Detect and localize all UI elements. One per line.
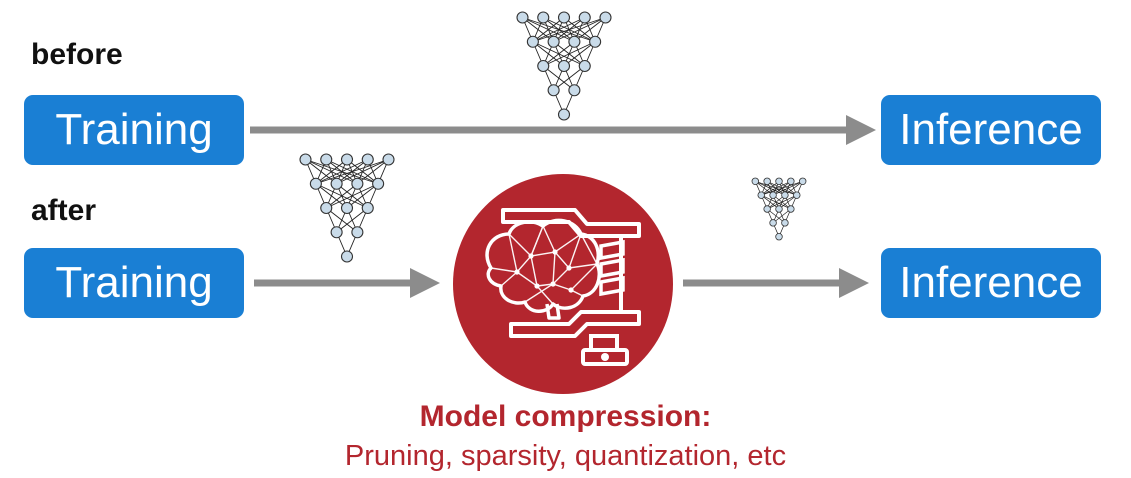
network-node [787,205,795,213]
network-edge [553,65,586,91]
network-node [787,177,795,186]
network-edge [325,183,358,209]
network-edge [532,17,606,43]
network-edge [532,17,585,43]
neural-network-icon [299,153,395,263]
network-node [382,153,395,166]
network-node [516,11,529,24]
network-edge [553,17,606,43]
network-edge [336,207,369,233]
network-node [769,191,777,199]
before-training-label: Training [55,105,213,154]
network-node [781,219,789,227]
network-node [793,191,801,199]
brain-clamp-icon [453,174,673,394]
neural-network-icon [516,11,612,121]
network-node [557,11,571,24]
network-edge [346,183,379,209]
network-edge [543,41,596,67]
network-node [763,205,771,213]
network-node [775,205,783,213]
after-training-box: Training [24,248,244,318]
network-node [361,201,374,215]
network-node [361,153,374,166]
network-node [775,233,783,241]
network-node [351,226,364,239]
network-edge [326,183,379,209]
after-arrow-to-compression [254,268,440,298]
network-edge [542,41,575,67]
network-node [340,201,354,215]
network-node [557,108,571,121]
network-node [751,177,760,186]
network-edge [563,41,596,67]
before-label: before [31,38,123,71]
small-neural-network-icon [751,177,807,241]
caption-title: Model compression: [419,400,712,433]
before-arrow [250,115,876,145]
network-edge [357,159,389,185]
network-edge [767,194,797,210]
network-node [568,35,581,48]
network-node [589,35,602,48]
network-edge [766,194,786,210]
network-node [526,35,539,48]
network-node [372,177,385,190]
network-node [330,177,343,190]
network-node [320,153,333,166]
network-node [547,84,560,97]
network-node [557,59,571,73]
network-node [578,11,591,24]
network-edge [574,17,606,43]
network-edge [315,159,348,185]
network-node [599,11,612,24]
network-node [578,59,591,73]
network-node [799,177,807,186]
network-node [568,84,581,97]
network-edge [778,194,797,210]
after-label: after [31,194,97,227]
network-node [299,153,312,166]
network-edge [315,159,368,185]
network-edge [772,180,803,196]
after-inference-label: Inference [899,258,1083,307]
network-node [320,201,333,215]
network-node [757,191,765,199]
network-node [340,153,354,166]
network-edge [761,181,780,196]
network-node [763,177,771,186]
network-node [340,250,354,263]
network-edge [336,159,389,185]
network-node [547,35,560,48]
network-edge [315,159,389,185]
network-edge [532,17,565,43]
network-node [330,226,343,239]
network-node [775,177,783,186]
after-inference-box: Inference [881,248,1101,318]
network-node [781,191,789,199]
network-node [537,11,550,24]
before-inference-label: Inference [899,105,1083,154]
caption-subtitle: Pruning, sparsity, quantization, etc [344,440,787,472]
after-arrow-to-inference [683,268,869,298]
network-edge [761,180,803,196]
before-inference-box: Inference [881,95,1101,165]
network-node [351,177,364,190]
after-training-label: Training [55,258,213,307]
network-node [537,59,550,73]
network-edge [784,181,803,196]
network-edge [772,208,792,224]
network-node [769,219,777,227]
network-node [309,177,322,190]
before-training-box: Training [24,95,244,165]
network-edge [761,180,791,196]
